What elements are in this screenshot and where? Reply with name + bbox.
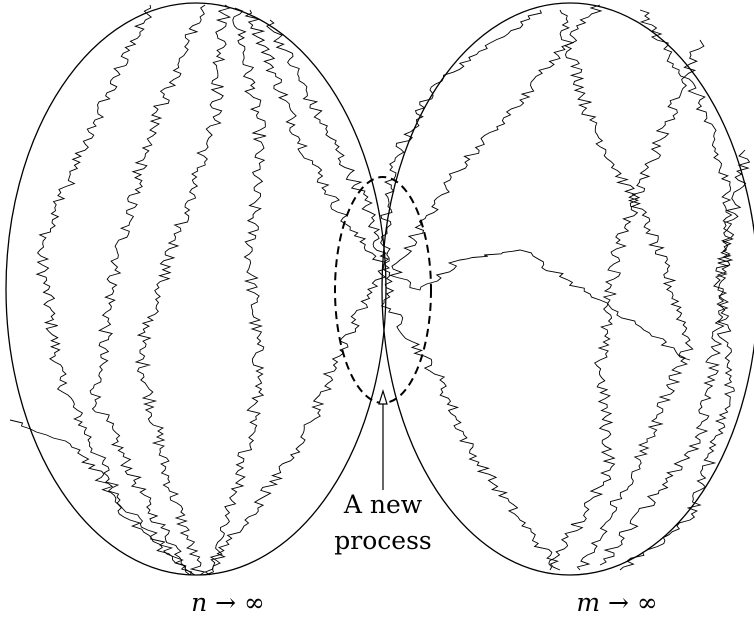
random-walk-path [265,19,390,263]
random-walk-path [548,39,705,571]
right-ellipse [381,2,754,576]
random-walk-path [89,4,206,576]
annotation-line-1: A new [343,490,423,519]
random-walk-path [380,299,561,571]
random-walk-path [204,7,267,576]
annotation-line-2: process [334,526,432,555]
random-walk-path [35,4,193,576]
random-walk-path [383,4,603,301]
left-limit-label: n → ∞ [191,588,265,617]
random-walk-path [559,9,694,571]
random-walk-path [380,9,543,271]
random-walk-paths [9,4,751,576]
random-walk-path [244,9,386,266]
random-walk-path [383,249,691,361]
random-walk-path [619,149,751,571]
left-ellipse [5,2,387,576]
random-walk-path [599,9,734,566]
new-process-dashed-ellipse [334,176,432,404]
arrow-head-icon [378,388,388,405]
random-walk-path [134,4,232,576]
random-walk-path [9,419,191,576]
random-walk-path [204,264,390,576]
right-limit-label: m → ∞ [576,588,658,617]
